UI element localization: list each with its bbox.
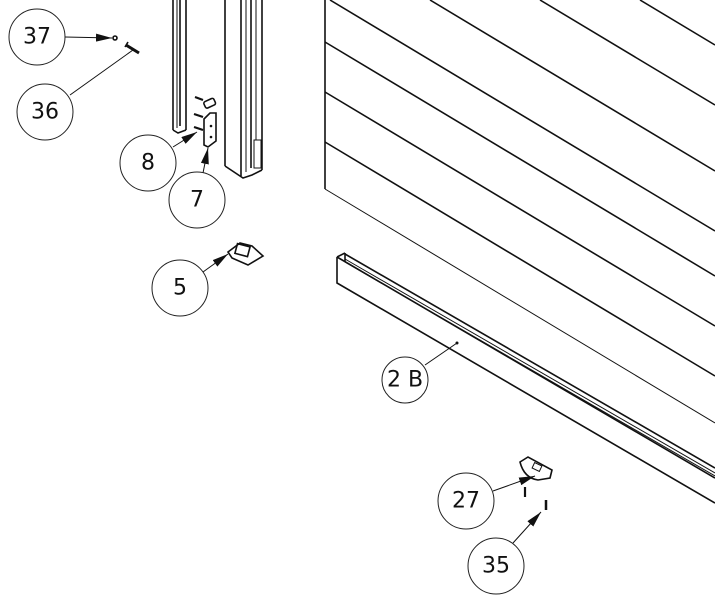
balloon-36-label: 36 (31, 100, 59, 125)
right-post (224, 0, 263, 179)
balloon-36: 36 (16, 83, 74, 141)
leader-lines (64, 33, 542, 544)
part-8-screws (193, 95, 217, 132)
balloon-35-label: 35 (482, 554, 510, 579)
balloon-37-label: 37 (23, 25, 51, 50)
balloon-35: 35 (467, 537, 525, 595)
part-5-clip (226, 242, 265, 266)
bottom-rail (336, 252, 715, 504)
balloon-7: 7 (168, 171, 226, 229)
left-post (172, 0, 187, 134)
balloon-2b: 2 B (381, 356, 429, 404)
part-36-pin (124, 41, 140, 55)
balloon-7-label: 7 (190, 188, 204, 213)
part-37-pin (112, 35, 118, 41)
balloon-8-label: 8 (141, 151, 155, 176)
balloon-8: 8 (119, 134, 177, 192)
panel (324, 0, 715, 424)
balloon-27: 27 (437, 472, 495, 530)
part-35-screws (523, 487, 548, 510)
balloon-2b-label: 2 B (387, 368, 423, 393)
part-27-end-cap (519, 456, 553, 481)
balloon-27-label: 27 (452, 489, 480, 514)
part-7-bracket (203, 112, 217, 148)
balloon-5: 5 (151, 259, 209, 317)
balloon-37: 37 (8, 8, 66, 66)
balloon-5-label: 5 (173, 276, 187, 301)
